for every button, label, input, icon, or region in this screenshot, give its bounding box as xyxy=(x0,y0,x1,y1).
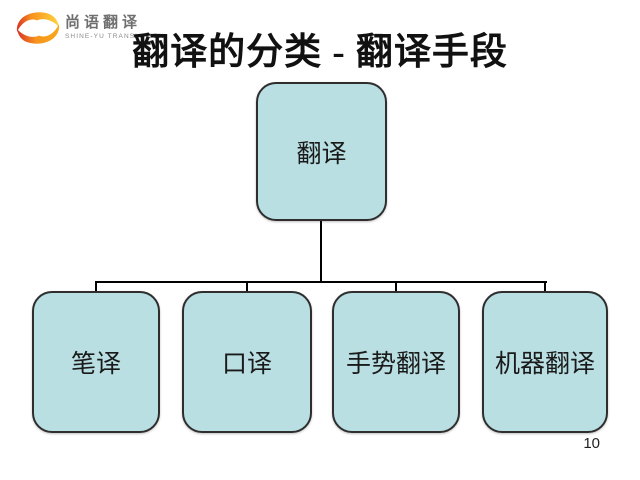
brand-name: 尚语翻译 xyxy=(65,15,142,31)
diagram-node-child-3-label: 手势翻译 xyxy=(345,351,446,378)
diagram-node-child-4-label: 机器翻译 xyxy=(494,351,595,378)
brand-logo: 尚语翻译 SHINE-YU TRANSLATION xyxy=(14,8,165,48)
connector-root-vertical xyxy=(320,221,322,282)
connector-stub-2 xyxy=(246,283,248,292)
diagram-node-child-4: 机器翻译 xyxy=(482,291,608,433)
diagram-node-root-label: 翻译 xyxy=(296,140,347,168)
diagram-node-child-2: 口译 xyxy=(182,291,312,433)
brand-logo-text: 尚语翻译 SHINE-YU TRANSLATION xyxy=(65,15,165,41)
diagram-node-child-1: 笔译 xyxy=(32,291,160,433)
diagram-node-child-2-label: 口译 xyxy=(221,351,272,378)
slide-title: 翻译的分类 - 翻译手段 xyxy=(132,32,508,73)
connector-stub-4 xyxy=(544,283,546,292)
connector-horizontal-bar xyxy=(95,281,547,283)
diagram-node-child-3: 手势翻译 xyxy=(332,291,460,433)
connector-stub-1 xyxy=(95,283,97,292)
brand-subtitle: SHINE-YU TRANSLATION xyxy=(65,33,165,40)
connector-stub-3 xyxy=(395,283,397,292)
swirl-logo-icon xyxy=(16,12,60,44)
diagram-node-child-1-label: 笔译 xyxy=(70,351,121,378)
page-number: 10 xyxy=(583,435,600,452)
diagram-node-root: 翻译 xyxy=(256,82,387,221)
